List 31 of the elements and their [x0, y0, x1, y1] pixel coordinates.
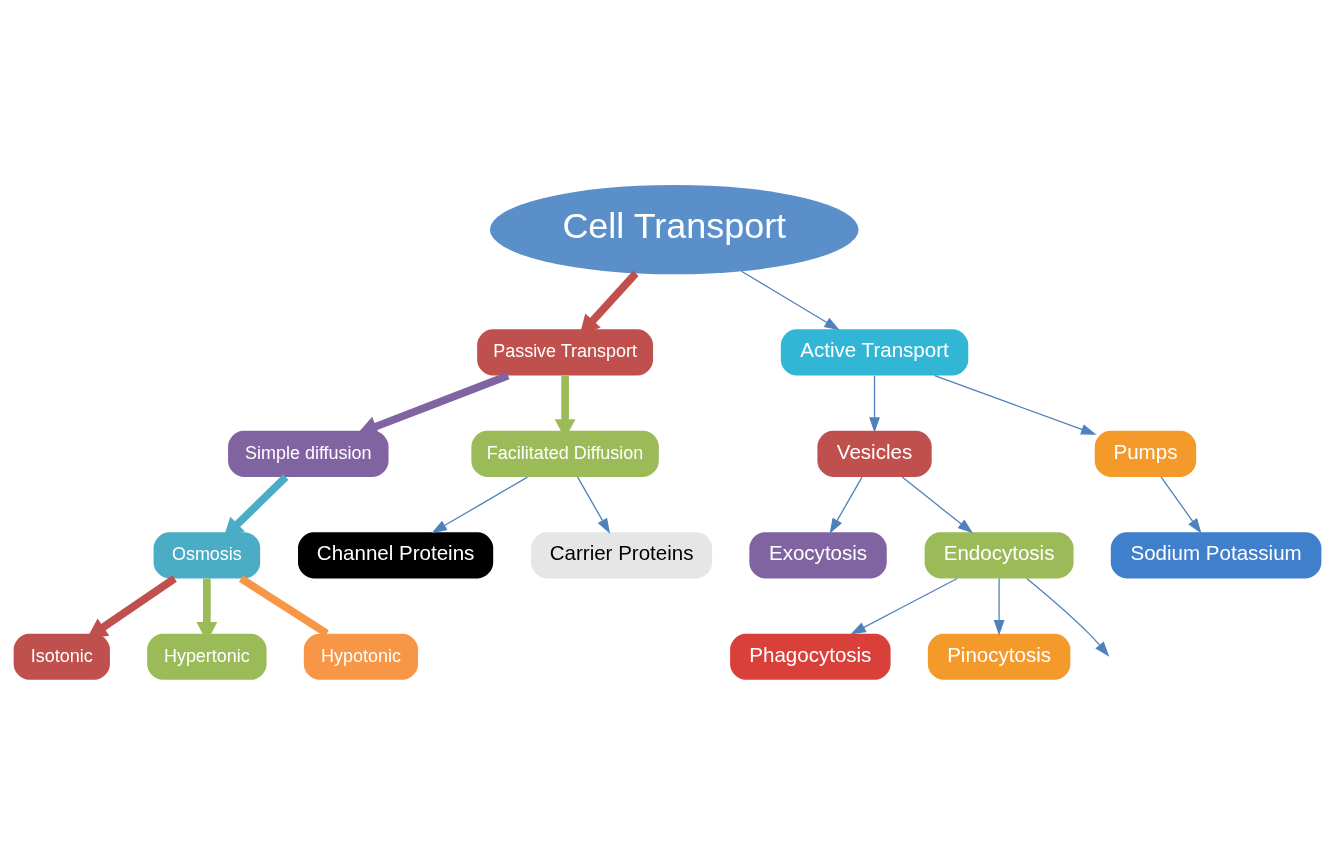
- arrow: [431, 476, 529, 534]
- arrow: [87, 575, 177, 639]
- arrow: [993, 577, 1005, 636]
- arrow: [740, 270, 840, 331]
- node-box: Endocytosis: [924, 532, 1074, 579]
- node-box: Channel Proteins: [298, 532, 494, 579]
- connector: [238, 575, 329, 637]
- node-box: Active Transport: [780, 329, 969, 376]
- node-box: Isotonic: [13, 633, 110, 680]
- arrow: [1026, 577, 1110, 657]
- arrow: [1160, 476, 1202, 534]
- arrow: [577, 476, 611, 534]
- node-box: Exocytosis: [749, 532, 887, 579]
- node-box: Hypertonic: [147, 633, 267, 680]
- node-ellipse: Cell Transport: [489, 184, 859, 275]
- node-box: Osmosis: [153, 532, 261, 579]
- node-box: Vesicles: [817, 430, 932, 477]
- node-box: Simple diffusion: [228, 430, 389, 477]
- arrow: [869, 375, 880, 433]
- node-box: Carrier Proteins: [531, 532, 713, 579]
- arrow: [829, 476, 863, 534]
- node-box: Phagocytosis: [730, 633, 891, 680]
- node-box: Hypotonic: [303, 633, 419, 680]
- arrow: [934, 375, 1097, 435]
- node-box: Passive Transport: [477, 329, 654, 376]
- node-box: Pinocytosis: [927, 633, 1071, 680]
- node-box: Facilitated Diffusion: [471, 430, 659, 477]
- node-box: Sodium Potassium: [1110, 532, 1322, 579]
- arrow: [901, 476, 974, 534]
- node-box: Pumps: [1094, 430, 1197, 477]
- arrow: [850, 577, 958, 635]
